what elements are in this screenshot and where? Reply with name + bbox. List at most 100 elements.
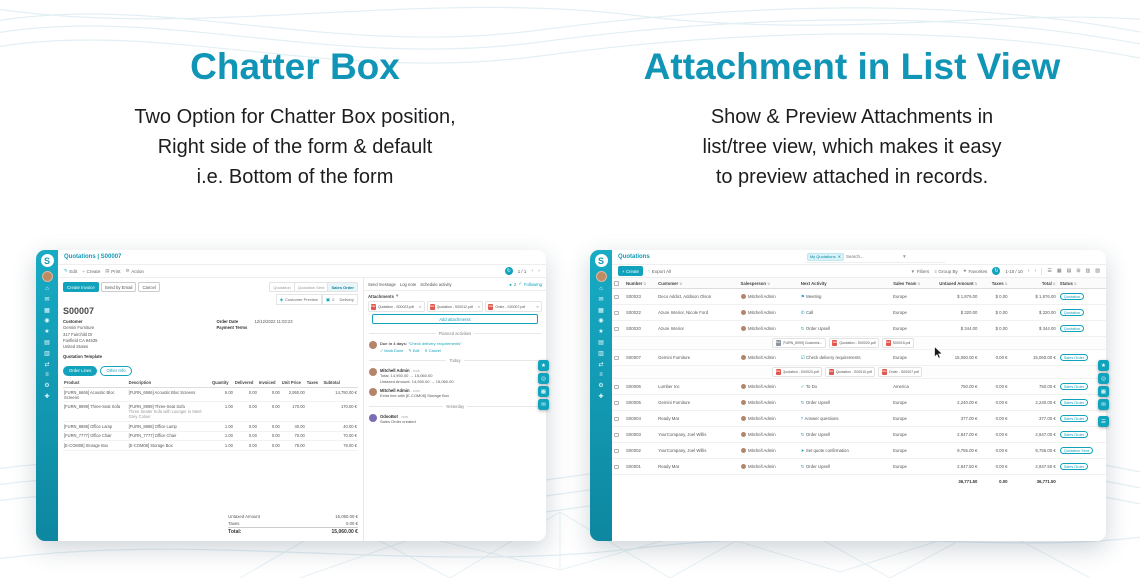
- pager-next-icon[interactable]: ›: [538, 268, 540, 274]
- row-checkbox[interactable]: [614, 464, 619, 470]
- home-icon[interactable]: ⌂: [45, 286, 49, 292]
- apps-tool-button[interactable]: ▦: [1098, 386, 1109, 397]
- next-activity-cell[interactable]: ⚑Meeting: [798, 288, 892, 306]
- table-row[interactable]: S00004 Ready Mat Mitchell Admin ?Answer …: [612, 410, 1106, 428]
- discuss-icon[interactable]: ✉: [44, 296, 50, 303]
- col-subtotal[interactable]: Subtotal: [322, 378, 358, 388]
- discuss-icon[interactable]: ✉: [598, 296, 604, 303]
- apps-icon[interactable]: ✚: [44, 393, 50, 400]
- customer-name[interactable]: Gemini Furniture: [63, 325, 95, 331]
- next-activity-cell[interactable]: ↻Order Upsell: [798, 394, 892, 412]
- attachment-chip[interactable]: PDF[FURN_8999] Customiz...: [772, 338, 826, 349]
- col-description[interactable]: Description: [127, 378, 211, 388]
- filters-button[interactable]: ▼Filters: [910, 268, 930, 274]
- order-number[interactable]: S00004: [624, 410, 657, 428]
- search-input[interactable]: [845, 254, 901, 259]
- add-attachments-button[interactable]: Add attachments: [371, 314, 538, 324]
- settings-icon[interactable]: ⚙: [44, 383, 50, 390]
- table-row[interactable]: S00002 YourCompany, Joel Willis Mitchell…: [612, 442, 1106, 460]
- col-product[interactable]: Product: [63, 378, 128, 388]
- user-avatar[interactable]: [41, 271, 53, 282]
- star-tool-button[interactable]: ★: [1098, 360, 1109, 371]
- order-number[interactable]: S00022: [624, 304, 657, 322]
- col-status[interactable]: Status⇅: [1057, 278, 1106, 290]
- create-button[interactable]: +Create: [618, 266, 643, 276]
- row-checkbox[interactable]: [614, 326, 619, 332]
- col-taxes[interactable]: Taxes: [305, 378, 323, 388]
- apps-tool-button[interactable]: ▦: [538, 386, 549, 397]
- print-button[interactable]: ▤Print: [105, 268, 121, 274]
- attachment-file[interactable]: PDF Quotation - S00012.pdf ✕: [426, 301, 484, 312]
- app-logo[interactable]: S: [40, 254, 54, 267]
- edit-button[interactable]: ✎Edit: [64, 268, 78, 274]
- search-bar[interactable]: My Quotations ✕ ▾: [804, 252, 945, 263]
- row-checkbox[interactable]: [614, 294, 619, 300]
- follower-count[interactable]: 2: [513, 281, 517, 287]
- col-delivered[interactable]: Delivered: [233, 378, 258, 388]
- order-line-row[interactable]: [FURN_6666] Acoustic Bloc Screens [FURN_…: [63, 387, 358, 403]
- next-activity-cell[interactable]: ↻Order Upsell: [798, 426, 892, 444]
- next-activity-cell[interactable]: ✆Call: [798, 304, 892, 322]
- pager-next-icon[interactable]: ›: [1034, 268, 1037, 274]
- col-total[interactable]: Total⇅: [1009, 278, 1058, 290]
- next-activity-cell[interactable]: ☑Check delivery requirements: [798, 349, 892, 367]
- calendar-view-icon[interactable]: ▤: [1066, 268, 1072, 274]
- order-number[interactable]: S00001: [624, 458, 657, 476]
- row-checkbox[interactable]: [614, 355, 619, 361]
- next-activity-cell[interactable]: ➤Set quote confirmation: [798, 442, 892, 460]
- table-row[interactable]: S00007 Gemini Furniture Mitchell Admin ☑…: [612, 349, 1106, 367]
- order-line-row[interactable]: [FURN_8888] Office Lamp [FURN_8888] Offi…: [63, 421, 358, 432]
- message-author[interactable]: Mitchell Admin: [379, 367, 410, 373]
- group-by-button[interactable]: ≡Group By: [934, 268, 958, 274]
- col-sales-team[interactable]: Sales Team⇅: [891, 278, 932, 290]
- search-caret-icon[interactable]: ▾: [902, 253, 906, 260]
- order-number[interactable]: S00007: [624, 349, 657, 367]
- graph-view-icon[interactable]: ▥: [1085, 268, 1091, 274]
- order-number[interactable]: S00003: [624, 426, 657, 444]
- accounting-icon[interactable]: ≡: [45, 372, 49, 379]
- status-quotation[interactable]: Quotation: [273, 284, 291, 290]
- star-tool-button[interactable]: ★: [538, 360, 549, 371]
- row-checkbox[interactable]: [614, 432, 619, 438]
- facet-remove-icon[interactable]: ✕: [837, 254, 841, 259]
- order-number[interactable]: S00002: [624, 442, 657, 460]
- search-tool-button[interactable]: ◎: [1098, 373, 1109, 384]
- col-unit-price[interactable]: Unit Price: [280, 378, 306, 388]
- user-avatar[interactable]: [595, 271, 607, 282]
- contacts-icon[interactable]: ◉: [598, 318, 604, 325]
- contacts-icon[interactable]: ◉: [44, 318, 50, 325]
- followers-icon[interactable]: ●: [509, 281, 512, 287]
- col-customer[interactable]: Customer⇅: [656, 278, 739, 290]
- tab-order-lines[interactable]: Order Lines: [63, 365, 98, 376]
- attachment-file[interactable]: PDF Order - S00007.pdf ✕: [485, 301, 542, 312]
- table-row[interactable]: S00006 Lumber Inc Mitchell Admin ✓To Do …: [612, 378, 1106, 396]
- app-logo[interactable]: S: [594, 254, 608, 267]
- col-invoiced[interactable]: Invoiced: [257, 378, 281, 388]
- order-number[interactable]: S00006: [624, 378, 657, 396]
- order-number[interactable]: S00020: [624, 320, 657, 338]
- order-line-row[interactable]: [E-COM08] Storage Box [E-COM08] Storage …: [63, 440, 358, 451]
- status-sales-order[interactable]: Sales Order: [327, 283, 357, 291]
- order-number[interactable]: S00023: [624, 288, 657, 306]
- next-activity-cell[interactable]: ↻Order Upsell: [798, 320, 892, 338]
- col-next-activity[interactable]: Next Activity: [798, 278, 892, 290]
- menu-tool-button[interactable]: ☰: [1098, 416, 1109, 427]
- create-button[interactable]: +Create: [82, 268, 101, 274]
- row-checkbox[interactable]: [614, 416, 619, 422]
- next-activity-cell[interactable]: ↻Order Upsell: [798, 458, 892, 476]
- accounting-icon[interactable]: ≡: [599, 372, 603, 379]
- pivot-view-icon[interactable]: ⊞: [1076, 268, 1081, 274]
- next-activity-cell[interactable]: ✓To Do: [798, 378, 892, 396]
- delivery-smart-button[interactable]: ▣2 Delivery: [321, 294, 358, 305]
- order-line-row[interactable]: [FURN_8999] Three-Seat Sofa [FURN_8999] …: [63, 401, 358, 422]
- row-checkbox[interactable]: [614, 400, 619, 406]
- table-row[interactable]: S00020 Azure Interior Mitchell Admin ↻Or…: [612, 320, 1106, 338]
- breadcrumb[interactable]: Quotations | S00007: [64, 254, 122, 260]
- next-activity-cell[interactable]: ?Answer questions: [798, 410, 892, 428]
- map-view-icon[interactable]: ▨: [1095, 268, 1100, 274]
- activity-cancel-button[interactable]: ✕ Cancel: [424, 347, 441, 353]
